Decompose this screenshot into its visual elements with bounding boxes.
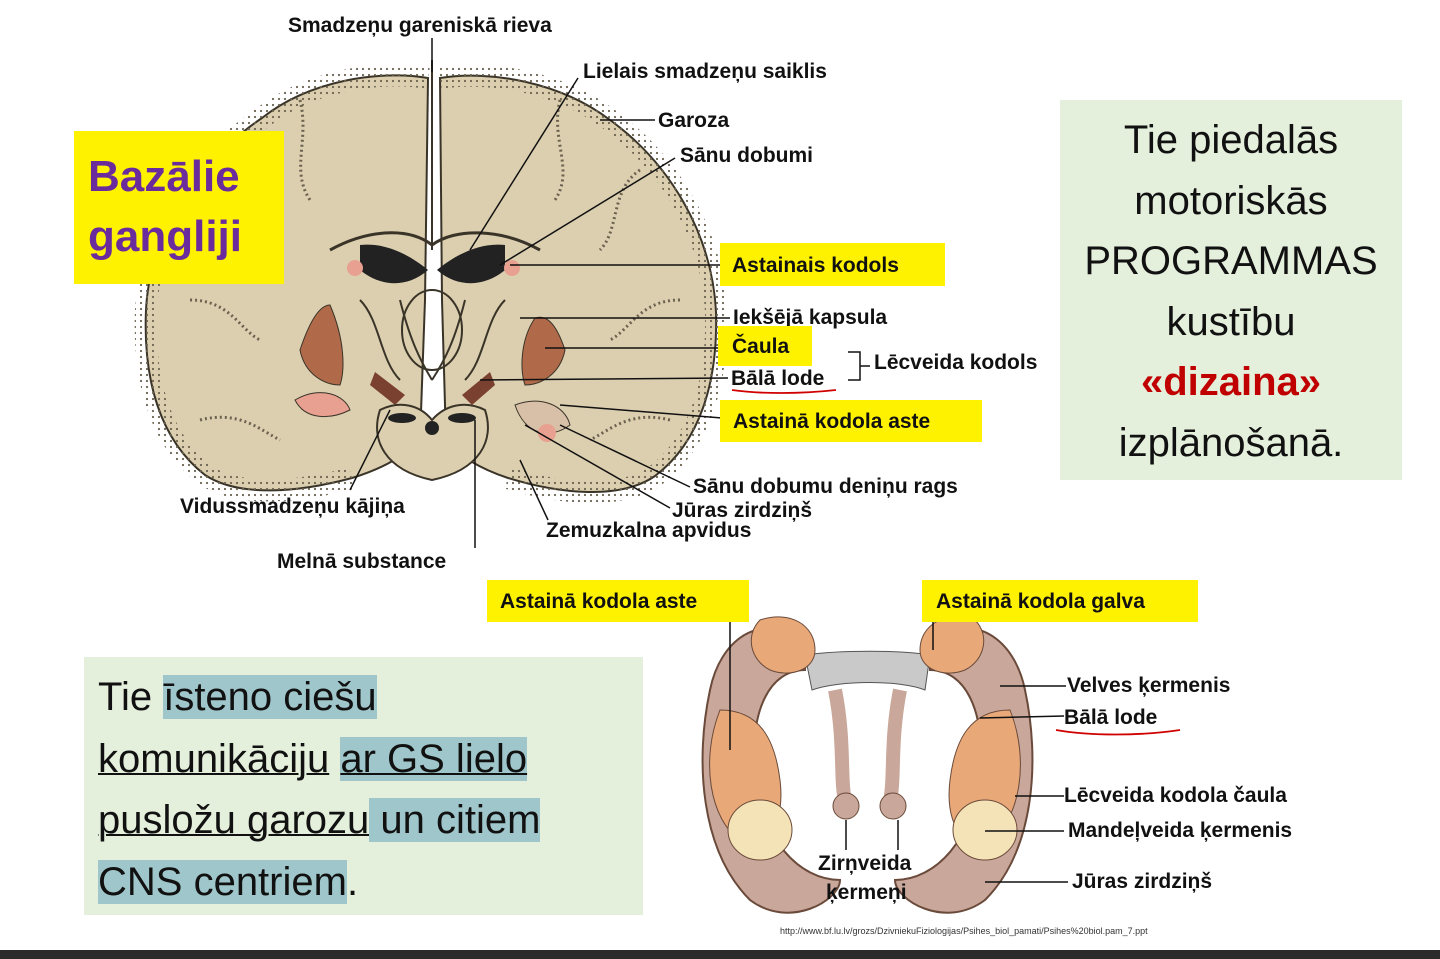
label-caudate-tail-coronal: Astainā kodola aste [720,400,982,442]
label-hippocampus-coronal: Jūras zirdziņš [672,499,813,522]
label-longitudinal-fissure: Smadzeņu gareniskā rieva [288,14,552,37]
label-caudate-tail-lateral: Astainā kodola aste [487,580,749,622]
label-lentiform-nucleus: Lēcveida kodols [874,352,1038,373]
motor-programs-box: Tie piedalās motoriskās PROGRAMMAS kustī… [1060,100,1402,480]
source-url[interactable]: http://www.bf.lu.lv/grozs/DzivniekuFizio… [780,926,1148,936]
label-cortex: Garoza [658,109,730,132]
bottom-bar [0,950,1440,959]
label-globus-pallidus: Bālā lode [731,367,825,390]
midbrain [376,403,489,482]
comm-line1: Tie īsteno ciešu [98,675,377,719]
putamen-right [521,316,566,386]
comm-line2: komunikāciju ar GS lielo [98,737,528,781]
label-mammillary-line1: Zirņveida [818,852,912,875]
label-internal-capsule: Iekšējā kapsula [733,306,888,329]
label-mammillary-line2: ķermeņi [826,881,907,904]
label-amygdala-lateral: Mandeļveida ķermenis [1068,819,1293,842]
label-corpus-callosum: Lielais smadzeņu saiklis [583,60,827,83]
lateral-ventricle-right [437,244,505,284]
communication-box: Tie īsteno ciešu komunikāciju ar GS liel… [84,657,643,915]
slide-title-box: Bazālie gangliji [74,131,284,284]
label-putamen-lateral: Lēcveida kodola čaula [1064,784,1287,807]
motor-text-line2: motoriskās [1134,179,1328,223]
putamen-left [299,304,344,386]
label-caudate-nucleus: Astainais kodols [720,243,945,286]
motor-text-line1: Tie piedalās [1123,118,1339,162]
label-subthalamus: Zemuzkalna apvidus [546,519,752,542]
motor-text-design: «dizaina» [1140,360,1322,404]
lateral-amygdala-right [952,799,1018,861]
coronal-brain-diagram [134,38,870,548]
label-lateral-ventricles: Sānu dobumi [680,144,813,167]
label-putamen: Čaula [718,326,812,366]
lateral-basal-ganglia-diagram [701,616,1181,914]
label-caudate-head-lateral: Astainā kodola galva [922,580,1198,622]
label-cerebral-peduncle: Vidussmadzeņu kājiņa [180,495,405,518]
lateral-ventricle-left [360,244,428,284]
motor-text-line3: PROGRAMMAS [1084,239,1378,283]
lateral-amygdala-left [727,799,793,861]
mammillary-left [832,792,860,820]
label-caudate-body-lateral: Velves ķermenis [1067,674,1231,697]
label-substantia-nigra: Melnā substance [277,550,447,573]
comm-line4: CNS centriem. [98,860,359,904]
corpus-callosum [329,231,541,252]
slide-title-line2: gangliji [88,212,242,261]
comm-line3: pusložu garozu un citiem [98,798,541,842]
motor-text-line4: kustību [1166,300,1296,344]
label-globus-pallidus-lateral: Bālā lode [1064,706,1158,729]
motor-text-line6: izplānošanā. [1118,421,1344,465]
slide-title-line1: Bazālie [88,152,240,201]
mammillary-right [879,792,907,820]
label-inferior-horn: Sānu dobumu deniņu rags [693,475,958,498]
label-hippocampus-lateral: Jūras zirdziņš [1072,870,1213,893]
